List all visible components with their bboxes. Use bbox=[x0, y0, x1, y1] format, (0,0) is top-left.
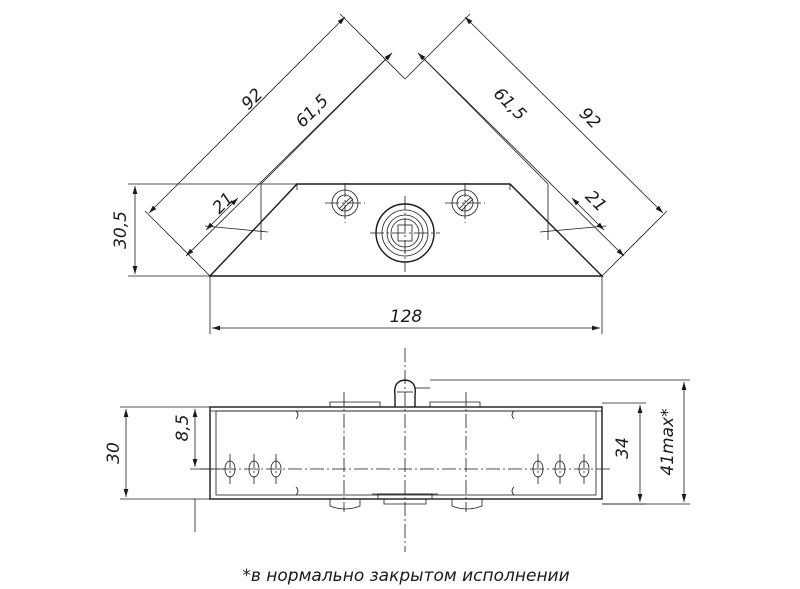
dim-21-left: 21 bbox=[204, 184, 269, 240]
dim-label-30: 30 bbox=[104, 442, 124, 464]
top-view: 92 61,5 21 92 61,5 bbox=[111, 13, 668, 334]
dim-label-41max: 41max* bbox=[658, 408, 678, 475]
dim-8-5: 8,5 bbox=[173, 409, 225, 532]
dim-label-61-5-left: 61,5 bbox=[292, 91, 333, 132]
dim-label-21-left: 21 bbox=[209, 189, 238, 218]
front-view-body bbox=[209, 406, 603, 500]
dim-92-left: 92 bbox=[144, 13, 406, 277]
dim-label-61-5-right: 61,5 bbox=[489, 84, 530, 125]
dim-label-8-5: 8,5 bbox=[173, 414, 193, 441]
dim-92-right: 92 bbox=[404, 13, 668, 277]
dim-label-34: 34 bbox=[613, 437, 633, 459]
dim-61-5-right: 61,5 bbox=[417, 52, 625, 257]
dim-label-30-5: 30,5 bbox=[111, 211, 131, 249]
right-screw bbox=[445, 183, 485, 223]
dim-30: 30 bbox=[104, 406, 210, 500]
front-view: 30 8,5 34 41max* bbox=[104, 348, 690, 552]
dim-30-5: 30,5 bbox=[111, 183, 297, 277]
plunger bbox=[394, 379, 430, 407]
footnote: *в нормально закрытом исполнении bbox=[242, 566, 569, 586]
dim-34: 34 bbox=[602, 402, 646, 505]
dim-label-128: 128 bbox=[390, 307, 423, 327]
dim-label-92-right: 92 bbox=[575, 104, 604, 133]
dim-128: 128 bbox=[209, 276, 603, 334]
dim-61-5-left: 61,5 bbox=[185, 52, 393, 257]
left-screw bbox=[325, 183, 365, 223]
dim-41max: 41max* bbox=[430, 379, 690, 505]
central-bushing bbox=[370, 196, 440, 272]
dim-label-92-left: 92 bbox=[238, 85, 267, 114]
